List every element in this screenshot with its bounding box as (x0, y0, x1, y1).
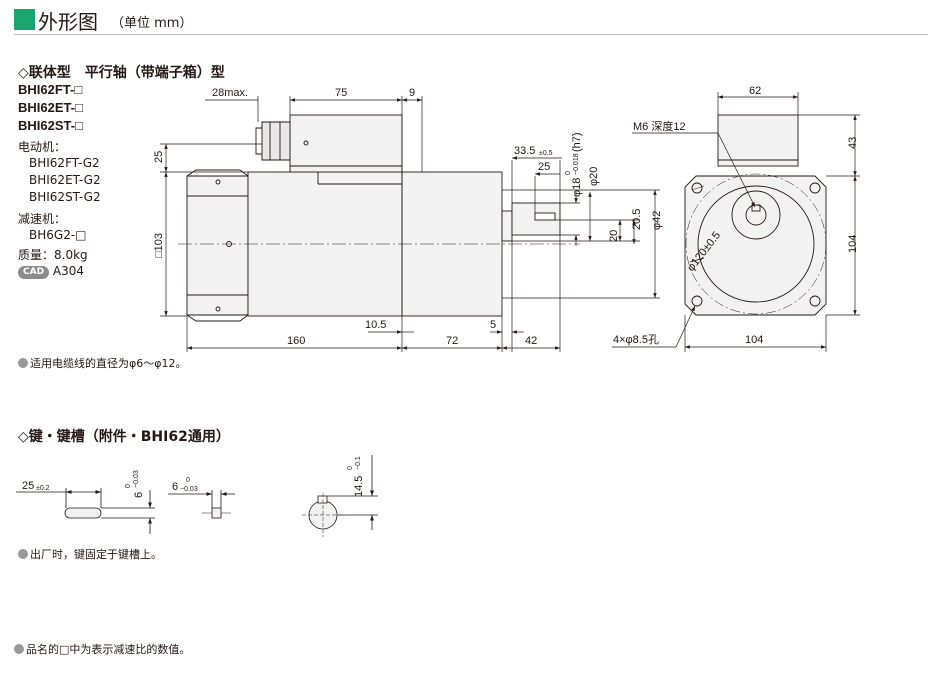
dim-keyway-tol-bot: −0.1 (355, 456, 362, 470)
dim-terminal-75: 75 (335, 87, 347, 99)
dim-key-height-tol-bot: −0.03 (180, 486, 198, 493)
dim-gearhead-160: 160 (287, 335, 305, 347)
gearhead-side (186, 169, 249, 322)
model-name: BHI62ST-□ (18, 118, 83, 133)
dim-motor-72: 72 (446, 335, 458, 347)
dim-m6-tap: M6 深度12 (633, 119, 686, 133)
motor-model: BHI62FT-G2 (29, 156, 100, 170)
dim-front-104-horizontal: 104 (745, 334, 763, 346)
dim-front-43: 43 (847, 137, 859, 149)
dim-front-62: 62 (749, 85, 761, 97)
dim-mounting-holes: 4×φ8.5孔 (613, 333, 659, 346)
dim-phi18: φ18 (571, 178, 583, 197)
dim-key-20-5: 20.5 (631, 209, 643, 230)
dim-phi20: φ20 (588, 167, 600, 186)
dim-key-width-tol-bot: −0.03 (133, 470, 140, 488)
cable-note: 适用电缆线的直径为φ6～φ12。 (18, 355, 187, 371)
dim-keyway-tol-top: 0 (347, 466, 354, 470)
cable-note-text: 适用电缆线的直径为φ6～φ12。 (30, 357, 187, 370)
dim-shaft-33-5: 33.5 (514, 145, 535, 157)
motor-model: BHI62ET-G2 (29, 173, 101, 187)
unit-label: （单位 mm） (111, 16, 193, 31)
motor-model: BHI62ST-G2 (29, 190, 101, 204)
bullet-icon (18, 358, 28, 368)
motor-side (247, 171, 503, 317)
dimension-lines (160, 96, 660, 352)
dim-key-25: 25 (538, 161, 550, 173)
motor-label: 电动机： (18, 140, 67, 154)
header-mark (14, 9, 35, 30)
dim-shaft-33-5-tol: ±0.5 (539, 150, 553, 157)
dim-phi18-tol-bot: −0.018 (573, 153, 580, 175)
dim-key-width-tol-top: 0 (125, 484, 132, 488)
header-divider (14, 34, 928, 35)
bullet-icon (18, 549, 28, 559)
section-heading-dimensions: ◇联体型 平行轴（带端子箱）型 (18, 65, 225, 81)
dim-key-height: 6 (172, 481, 178, 493)
model-name: BHI62FT-□ (18, 82, 83, 97)
dim-key-20: 20 (608, 230, 620, 242)
cad-badge: CAD (18, 266, 50, 279)
dim-terminal-28max: 28max. (212, 87, 248, 99)
dim-key-length-tol: ±0.2 (36, 485, 50, 492)
gearhead-label: 减速机： (18, 212, 67, 226)
key-drawing (16, 455, 378, 537)
mass-label: 质量：8.0kg (18, 248, 88, 262)
dim-phi18-fit: (h7) (571, 132, 583, 152)
dim-front-104-vertical: 104 (847, 235, 859, 253)
dim-phi42: φ42 (651, 211, 663, 230)
dim-keyway-depth: 14.5 (353, 476, 365, 497)
gearhead-model: BH6G2-□ (29, 228, 87, 242)
dim-phi18-tol-top: 0 (565, 171, 572, 175)
dim-terminal-9: 9 (409, 87, 415, 99)
model-name: BHI62ET-□ (18, 100, 83, 115)
dim-square-103: □103 (153, 233, 165, 258)
output-shaft (501, 202, 561, 242)
cad-row: CAD A304 (18, 264, 84, 279)
page-title: 外形图 (38, 10, 98, 34)
bullet-icon (14, 644, 24, 654)
dim-shaft-step-5: 5 (490, 319, 496, 331)
dim-key-width: 6 (133, 492, 145, 498)
footer-note-text: 品名的□中为表示减速比的数值。 (26, 643, 191, 656)
section-heading-key: ◇键・键槽（附件・BHI62通用） (18, 429, 230, 445)
front-dimension-lines (612, 92, 860, 352)
dim-shaft-42: 42 (525, 335, 537, 347)
dim-key-height-tol-top: 0 (186, 477, 190, 484)
footer-note: 品名的□中为表示减速比的数值。 (14, 641, 190, 657)
terminal-box (255, 114, 403, 185)
key-note: 出厂时，键固定于键槽上。 (18, 546, 162, 562)
dim-key-length: 25 (22, 480, 34, 492)
key-note-text: 出厂时，键固定于键槽上。 (30, 548, 162, 561)
cad-code: A304 (52, 264, 84, 278)
front-view (684, 114, 827, 316)
dim-terminal-25: 25 (153, 151, 165, 163)
dim-flange-10-5: 10.5 (365, 319, 386, 331)
